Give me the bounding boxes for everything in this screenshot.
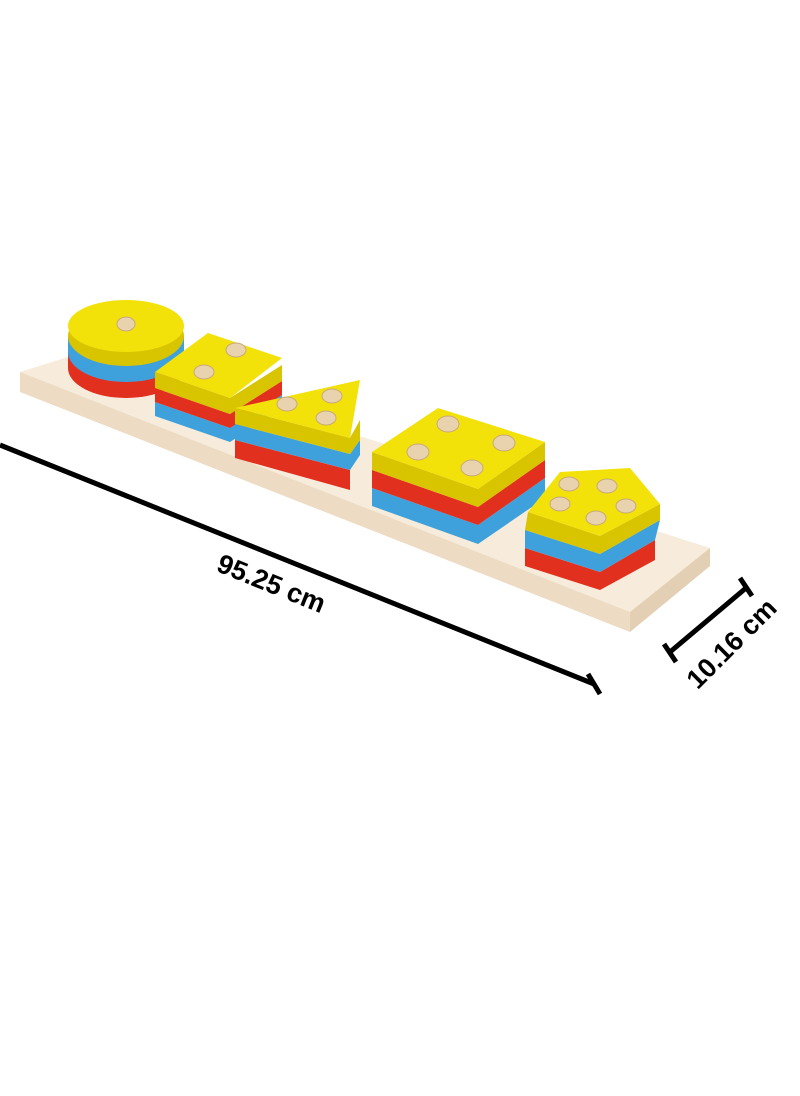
wooden-peg bbox=[460, 459, 484, 477]
wooden-peg bbox=[225, 342, 247, 358]
wooden-peg bbox=[406, 443, 430, 461]
pentagon-shape-stack bbox=[525, 468, 660, 590]
wooden-peg bbox=[596, 478, 618, 494]
wooden-peg bbox=[549, 496, 571, 512]
wooden-peg bbox=[585, 510, 607, 526]
wooden-peg bbox=[558, 476, 580, 492]
wooden-peg bbox=[116, 316, 136, 332]
triangle-shape-stack bbox=[235, 380, 360, 490]
wooden-peg bbox=[492, 434, 516, 452]
length-dimension-line bbox=[0, 442, 603, 696]
rectangle-shape-stack bbox=[155, 333, 282, 442]
wooden-peg bbox=[615, 498, 637, 514]
width-dimension-line bbox=[661, 576, 755, 664]
wooden-peg bbox=[276, 396, 298, 412]
wooden-peg bbox=[436, 415, 460, 433]
length-label: 95.25 cm bbox=[213, 548, 330, 619]
square-shape-stack bbox=[372, 408, 545, 544]
wooden-peg bbox=[315, 410, 337, 426]
wooden-peg bbox=[321, 388, 343, 404]
wooden-peg bbox=[193, 364, 215, 380]
width-label: 10.16 cm bbox=[681, 593, 783, 695]
